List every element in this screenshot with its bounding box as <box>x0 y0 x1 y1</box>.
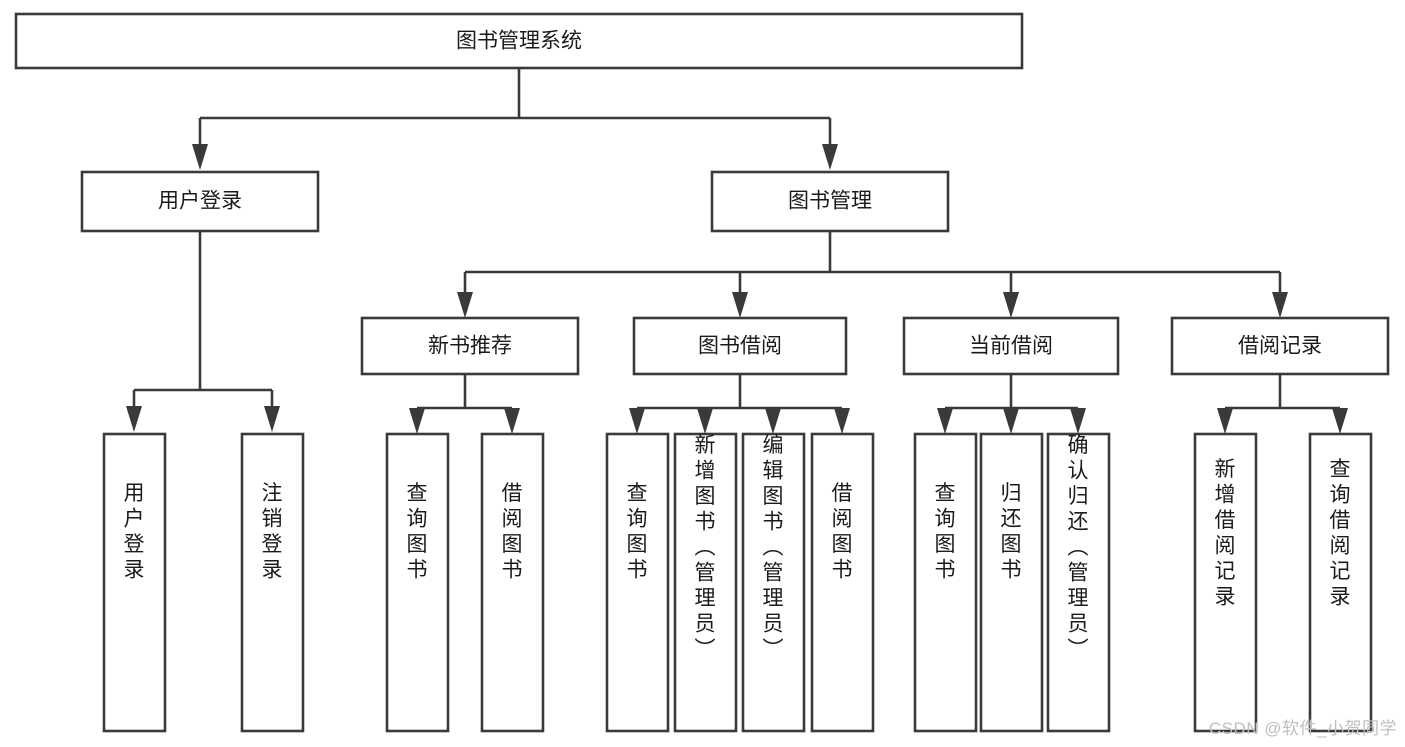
node-leaf-07-label: 编辑图书︵管理员︶ <box>763 434 784 661</box>
node-user-login-box[interactable] <box>80 170 320 233</box>
node-leaf-13[interactable]: 查询借阅记录 <box>1308 432 1373 733</box>
node-leaf-06[interactable]: 新增图书︵管理员︶ <box>673 432 738 733</box>
node-book-borrow-label: 图书借阅 <box>698 335 782 358</box>
node-leaf-07-box[interactable] <box>741 432 806 733</box>
node-leaf-05-label: 查询图书 <box>627 482 648 582</box>
connector-group-root <box>192 68 838 170</box>
arrow-new-book-rec-to-leaf03 <box>409 408 425 434</box>
node-leaf-13-box[interactable] <box>1308 432 1373 733</box>
node-leaf-09[interactable]: 查询图书 <box>913 432 978 733</box>
node-new-book-rec-label: 新书推荐 <box>428 335 512 358</box>
node-leaf-08-box[interactable] <box>810 432 875 733</box>
arrow-book-manage-to-book-borrow <box>732 292 748 318</box>
node-book-borrow-box[interactable] <box>632 316 848 376</box>
node-leaf-11-box[interactable] <box>1046 432 1111 733</box>
arrow-user-login-to-leaf02 <box>264 406 280 432</box>
node-leaf-12-label: 新增借阅记录 <box>1215 458 1236 609</box>
arrow-book-borrow-to-leaf06 <box>697 408 713 434</box>
node-leaf-01[interactable]: 用户登录 <box>102 432 167 733</box>
node-root-label: 图书管理系统 <box>456 30 582 53</box>
node-root[interactable]: 图书管理系统 <box>14 12 1024 70</box>
node-leaf-08-label: 借阅图书 <box>832 482 853 582</box>
node-leaf-09-box[interactable] <box>913 432 978 733</box>
node-user-login[interactable]: 用户登录 <box>80 170 320 233</box>
node-leaf-05-box[interactable] <box>605 432 670 733</box>
node-current-borrow-label: 当前借阅 <box>969 335 1053 358</box>
node-borrow-record[interactable]: 借阅记录 <box>1170 316 1390 376</box>
node-book-manage-box[interactable] <box>710 170 950 233</box>
node-leaf-04[interactable]: 借阅图书 <box>480 432 545 733</box>
node-leaf-03-label: 查询图书 <box>407 482 428 582</box>
csdn-watermark: CSDN @软件_小贺同学 <box>1208 719 1397 738</box>
node-leaf-08[interactable]: 借阅图书 <box>810 432 875 733</box>
node-leaf-11[interactable]: 确认归还︵管理员︶ <box>1046 432 1111 733</box>
arrow-book-manage-to-new-book-rec <box>457 292 473 318</box>
node-leaf-11-label: 确认归还︵管理员︶ <box>1068 434 1089 661</box>
node-leaf-05[interactable]: 查询图书 <box>605 432 670 733</box>
node-leaf-04-label: 借阅图书 <box>502 482 523 582</box>
arrow-current-borrow-to-leaf09 <box>937 408 953 434</box>
node-leaf-07[interactable]: 编辑图书︵管理员︶ <box>741 432 806 733</box>
connector-group-book-manage <box>457 231 1288 318</box>
node-borrow-record-box[interactable] <box>1170 316 1390 376</box>
node-leaf-10-box[interactable] <box>979 432 1044 733</box>
arrow-borrow-record-to-leaf13 <box>1332 408 1348 434</box>
node-leaf-01-label: 用户登录 <box>124 482 145 582</box>
arrow-current-borrow-to-leaf10 <box>1003 408 1019 434</box>
node-book-manage-label: 图书管理 <box>788 190 872 213</box>
node-leaf-03-box[interactable] <box>385 432 450 733</box>
arrow-user-login-to-leaf01 <box>126 406 142 432</box>
node-leaf-09-label: 查询图书 <box>935 482 956 582</box>
node-leaf-02[interactable]: 注销登录 <box>240 432 305 733</box>
node-leaf-06-label: 新增图书︵管理员︶ <box>695 434 716 661</box>
arrow-book-manage-to-borrow-record <box>1272 292 1288 318</box>
connector-group-user-login <box>126 231 280 432</box>
node-leaf-01-box[interactable] <box>102 432 167 733</box>
arrow-book-borrow-to-leaf07 <box>765 408 781 434</box>
node-leaf-13-label: 查询借阅记录 <box>1330 458 1351 609</box>
node-new-book-rec[interactable]: 新书推荐 <box>360 316 580 376</box>
arrow-borrow-record-to-leaf12 <box>1217 408 1233 434</box>
node-new-book-rec-box[interactable] <box>360 316 580 376</box>
node-leaf-02-box[interactable] <box>240 432 305 733</box>
connector-group-book-borrow <box>629 374 850 434</box>
node-leaf-06-box[interactable] <box>673 432 738 733</box>
node-root-box[interactable] <box>14 12 1024 70</box>
node-leaf-04-box[interactable] <box>480 432 545 733</box>
node-user-login-label: 用户登录 <box>158 190 242 213</box>
connector-group-current-borrow <box>937 374 1086 434</box>
node-leaf-03[interactable]: 查询图书 <box>385 432 450 733</box>
node-current-borrow[interactable]: 当前借阅 <box>902 316 1120 376</box>
arrow-book-borrow-to-leaf08 <box>834 408 850 434</box>
arrow-root-to-user-login <box>192 144 208 170</box>
node-leaf-02-label: 注销登录 <box>262 482 283 582</box>
node-leaf-10[interactable]: 归还图书 <box>979 432 1044 733</box>
arrow-new-book-rec-to-leaf04 <box>504 408 520 434</box>
node-current-borrow-box[interactable] <box>902 316 1120 376</box>
node-leaf-12-box[interactable] <box>1193 432 1258 733</box>
node-leaf-10-label: 归还图书 <box>1001 482 1022 582</box>
arrow-book-manage-to-current-borrow <box>1003 292 1019 318</box>
arrow-current-borrow-to-leaf11 <box>1070 408 1086 434</box>
connector-group-borrow-record <box>1217 374 1348 434</box>
node-leaf-12[interactable]: 新增借阅记录 <box>1193 432 1258 733</box>
node-borrow-record-label: 借阅记录 <box>1238 335 1322 358</box>
arrow-root-to-book-manage <box>822 144 838 170</box>
node-book-borrow[interactable]: 图书借阅 <box>632 316 848 376</box>
connector-group-new-book-rec <box>409 374 520 434</box>
node-book-manage[interactable]: 图书管理 <box>710 170 950 233</box>
arrow-book-borrow-to-leaf05 <box>629 408 645 434</box>
